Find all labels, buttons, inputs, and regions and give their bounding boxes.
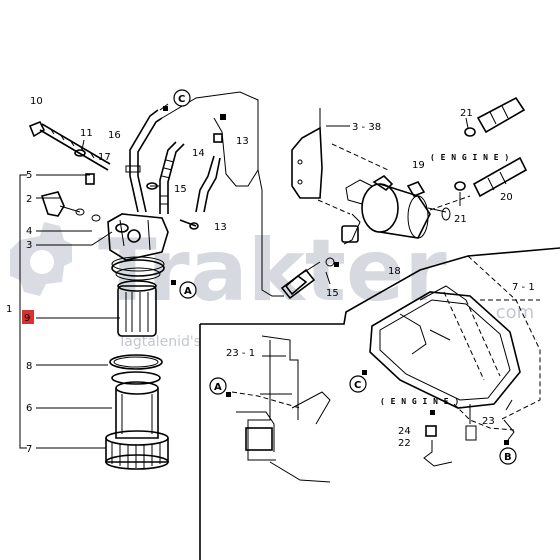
part-label-17: 17 bbox=[98, 152, 111, 163]
part-label-9-highlight: 9 bbox=[22, 310, 34, 324]
engine-note-lower: ( E N G I N E ) bbox=[380, 397, 460, 406]
engine-note-upper: ( E N G I N E ) bbox=[430, 153, 510, 162]
reference-marks: C A C A B bbox=[159, 89, 517, 465]
fuel-pump-assembly bbox=[280, 96, 528, 300]
ref-mark-a-left: A bbox=[209, 377, 231, 397]
part-label-14: 14 bbox=[192, 148, 205, 159]
ref-mark-c-top: C bbox=[159, 89, 191, 111]
ref-mark-c-low: C bbox=[349, 370, 367, 393]
ref-mark-a-mid: A bbox=[171, 280, 197, 299]
part-labels: 10 11 16 17 14 13 5 15 2 4 3 13 1 9 8 6 … bbox=[6, 96, 535, 455]
svg-text:C: C bbox=[178, 94, 185, 105]
part-label-22: 22 bbox=[398, 438, 411, 449]
part-label-3-38: 3 - 38 bbox=[352, 122, 381, 133]
part-label-3: 3 bbox=[26, 240, 32, 251]
watermark: Trakter Tagtalenid's .com bbox=[10, 221, 534, 350]
part-label-6: 6 bbox=[26, 403, 32, 414]
part-label-20: 20 bbox=[500, 192, 513, 203]
part-label-16: 16 bbox=[108, 130, 121, 141]
part-label-9: 9 bbox=[24, 313, 30, 324]
watermark-domain: .com bbox=[490, 302, 534, 323]
part-label-24: 24 bbox=[398, 426, 411, 437]
part-label-13-upper: 13 bbox=[236, 136, 249, 147]
part-label-15-upper: 15 bbox=[174, 184, 187, 195]
part-label-13-lower: 13 bbox=[214, 222, 227, 233]
part-label-21-upper: 21 bbox=[460, 108, 473, 119]
part-label-18: 18 bbox=[388, 266, 401, 277]
part-label-15-lower: 15 bbox=[326, 288, 339, 299]
part-label-1: 1 bbox=[6, 304, 12, 315]
svg-text:A: A bbox=[184, 286, 192, 297]
part-label-19: 19 bbox=[412, 160, 425, 171]
part-label-7: 7 bbox=[26, 444, 32, 455]
part-label-7-1: 7 - 1 bbox=[512, 282, 535, 293]
part-label-10: 10 bbox=[30, 96, 43, 107]
part-label-11: 11 bbox=[80, 128, 93, 139]
part-label-5: 5 bbox=[26, 170, 32, 181]
part-label-23: 23 bbox=[482, 416, 495, 427]
ref-mark-b-right: B bbox=[499, 440, 517, 465]
svg-text:A: A bbox=[214, 382, 222, 393]
frame-assembly bbox=[199, 247, 560, 560]
part-label-21-lower: 21 bbox=[454, 214, 467, 225]
watermark-sub: Tagtalenid's bbox=[117, 334, 201, 350]
part-label-23-1: 23 - 1 bbox=[226, 348, 255, 359]
gear-icon bbox=[10, 222, 72, 296]
svg-text:C: C bbox=[354, 380, 361, 391]
part-label-8: 8 bbox=[26, 361, 32, 372]
part-label-2: 2 bbox=[26, 194, 32, 205]
part-label-4: 4 bbox=[26, 226, 32, 237]
svg-text:B: B bbox=[504, 452, 512, 463]
